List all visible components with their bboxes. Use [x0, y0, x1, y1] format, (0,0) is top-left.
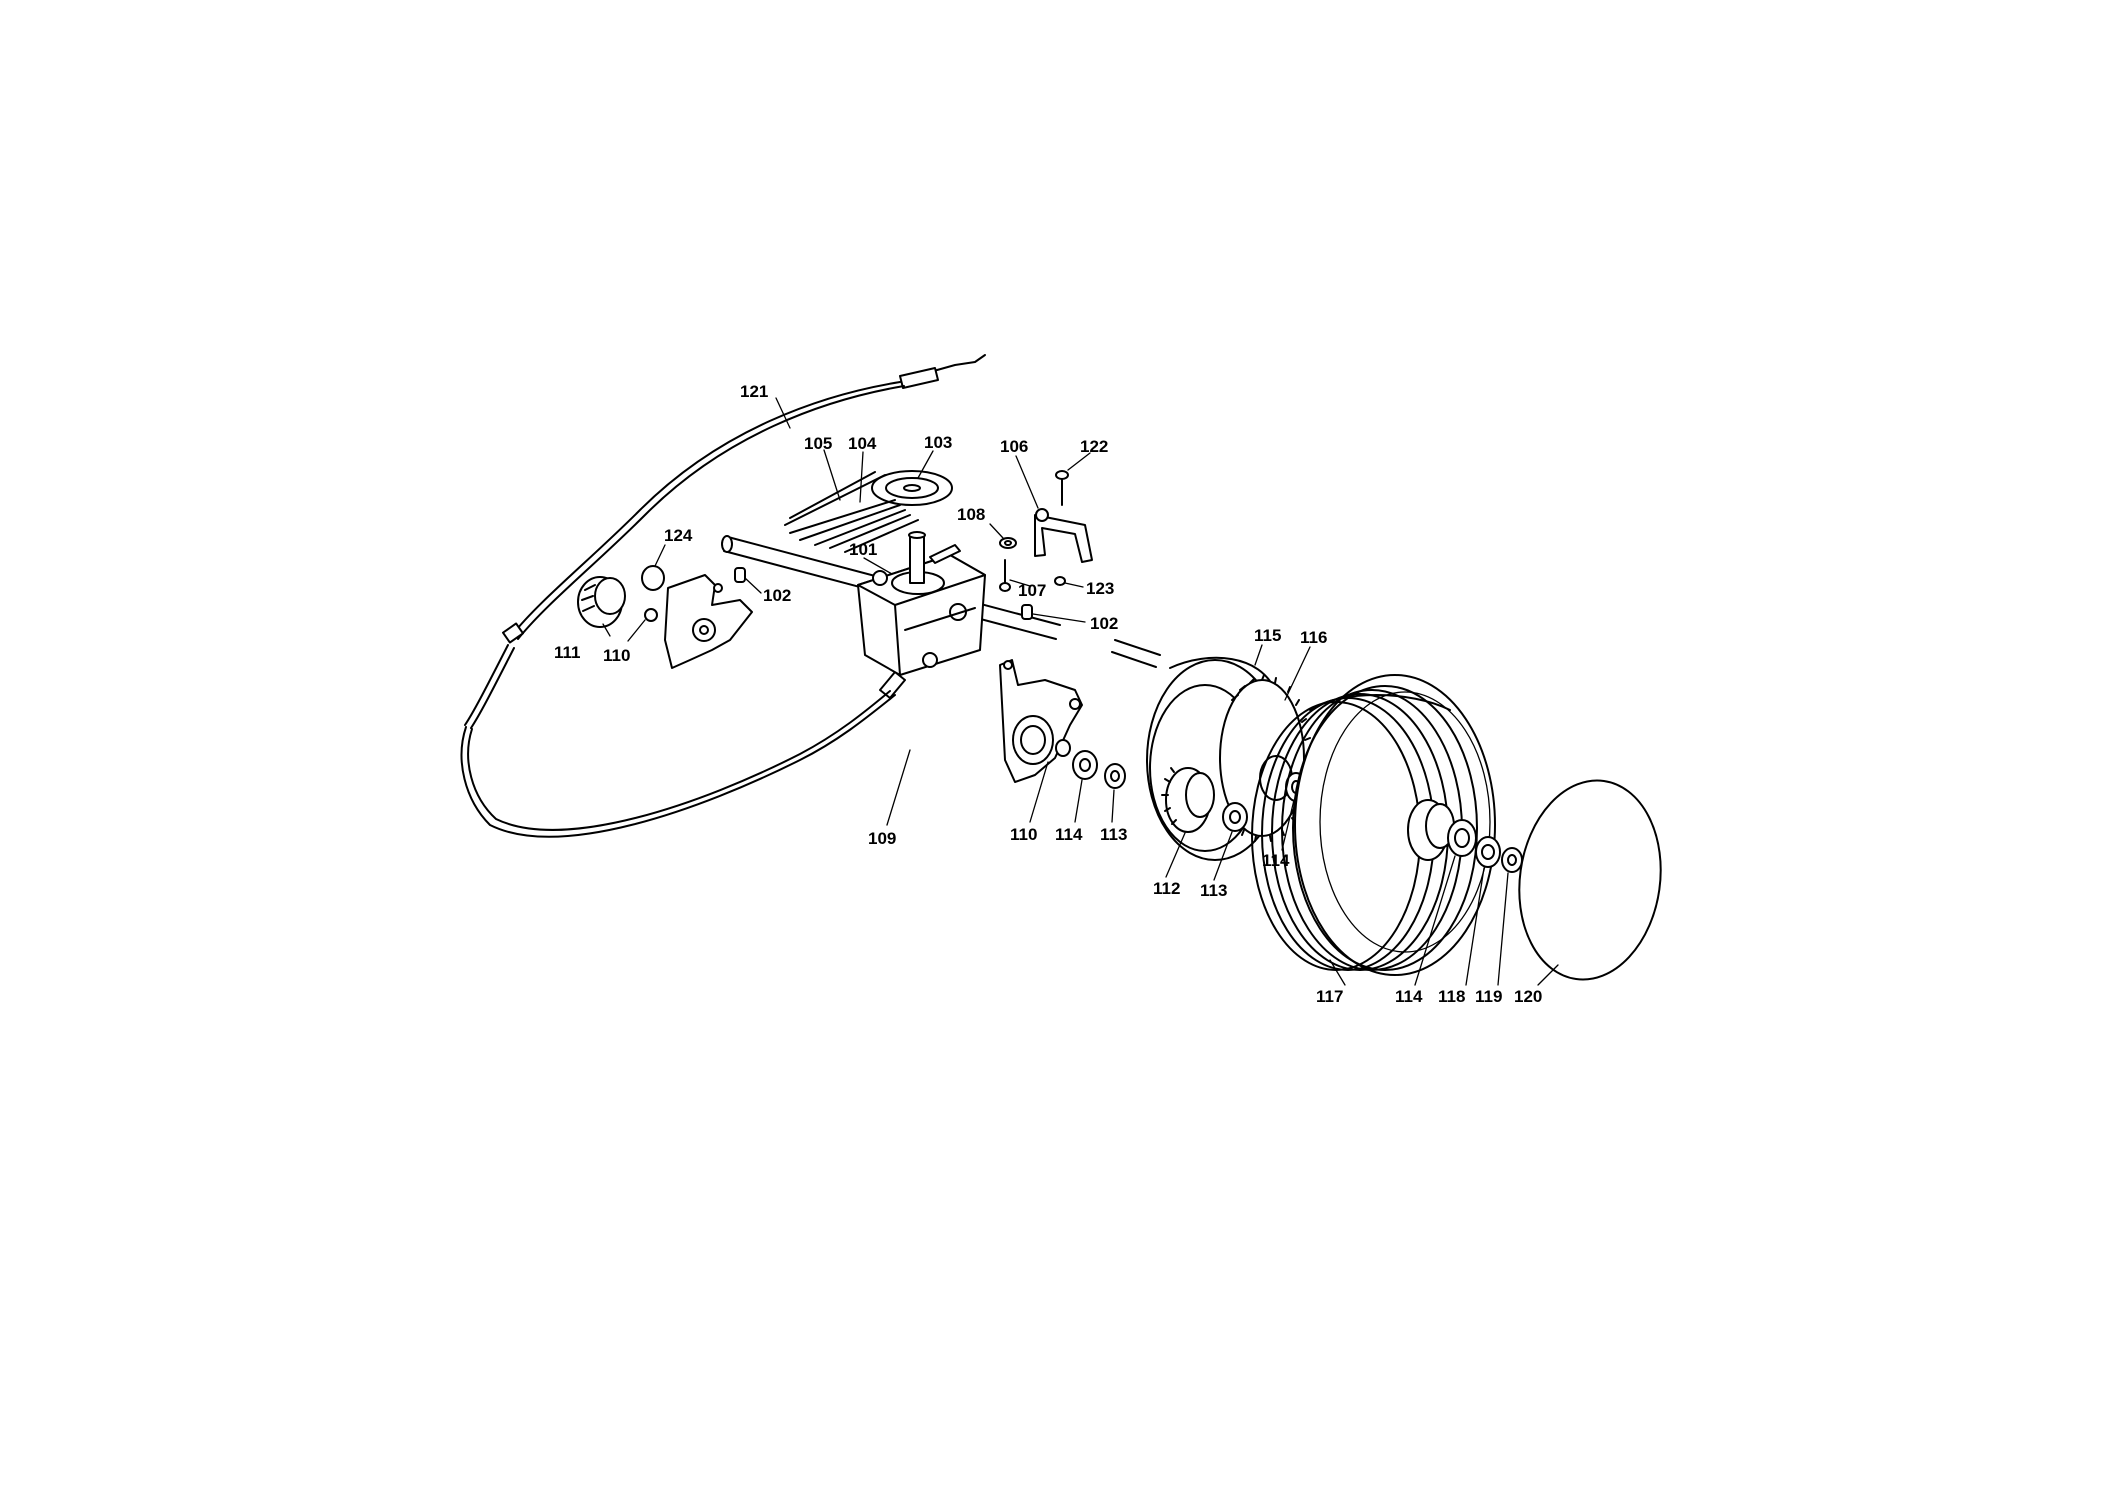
- callout-118: 118: [1438, 987, 1465, 1006]
- callout-119: 119: [1475, 987, 1502, 1006]
- callout-labels: 121 105 104 103 106 122 108 124 101 102 …: [554, 382, 1542, 1006]
- control-cable: [460, 354, 986, 838]
- hub-cap: [1518, 779, 1662, 981]
- shaft-keys: [734, 567, 1033, 620]
- callout-116: 116: [1300, 628, 1327, 647]
- callout-115: 115: [1254, 626, 1281, 645]
- callout-113-right: 113: [1200, 881, 1227, 900]
- callout-103: 103: [924, 433, 952, 452]
- callout-106: 106: [1000, 437, 1028, 456]
- callout-123: 123: [1086, 579, 1114, 598]
- callout-122: 122: [1080, 437, 1108, 456]
- belt-pulley: [784, 470, 953, 553]
- callout-114-left: 114: [1055, 825, 1083, 844]
- leader-lines: [602, 397, 1559, 986]
- callout-117: 117: [1316, 987, 1343, 1006]
- callout-108: 108: [957, 505, 985, 524]
- callout-110-right: 110: [1010, 825, 1037, 844]
- belt-guide-bracket: [999, 470, 1093, 592]
- callout-107: 107: [1018, 581, 1046, 600]
- callout-120: 120: [1514, 987, 1542, 1006]
- callout-105: 105: [804, 434, 832, 453]
- callout-114-middle: 114: [1262, 851, 1290, 870]
- callout-112: 112: [1153, 879, 1180, 898]
- callout-102-upper: 102: [763, 586, 791, 605]
- callout-109: 109: [868, 829, 896, 848]
- callout-101: 101: [849, 540, 877, 559]
- callout-114-right: 114: [1395, 987, 1423, 1006]
- callout-110-left: 110: [603, 646, 630, 665]
- callout-113-left: 113: [1100, 825, 1127, 844]
- callout-102-lower: 102: [1090, 614, 1118, 633]
- wheel: [1251, 674, 1523, 976]
- callout-111: 111: [554, 643, 581, 662]
- left-bearing-assembly: [577, 565, 665, 628]
- callout-104: 104: [848, 434, 877, 453]
- right-drive-bracket: [999, 659, 1126, 789]
- left-drive-bracket: [664, 574, 753, 669]
- callout-121: 121: [740, 382, 768, 401]
- gearbox: [857, 531, 986, 676]
- pinion-gear: [1161, 767, 1248, 833]
- callout-124: 124: [664, 526, 693, 545]
